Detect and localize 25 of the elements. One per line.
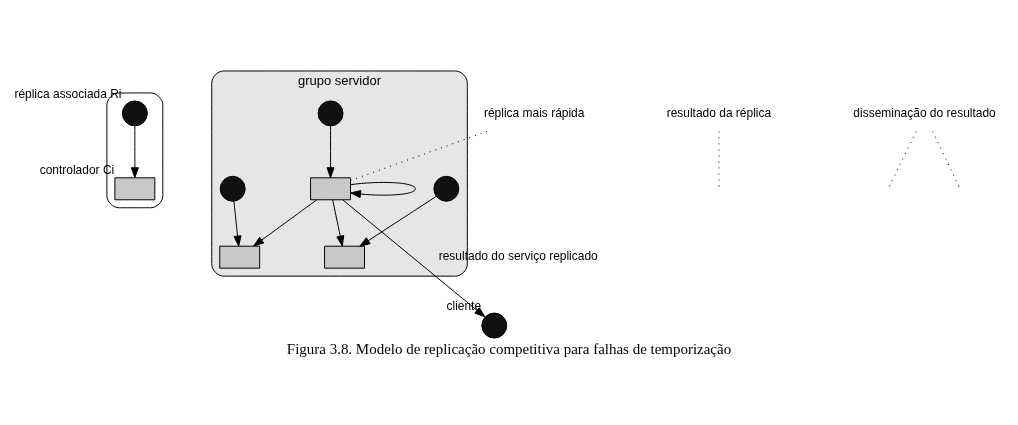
arrow — [326, 125, 335, 178]
node-box — [324, 245, 365, 269]
node-circle — [481, 312, 508, 339]
connector — [932, 130, 960, 188]
arrow — [350, 181, 416, 198]
arrow — [332, 198, 345, 246]
node-circle — [433, 175, 460, 202]
node-box — [114, 176, 156, 200]
node-circle — [121, 99, 148, 126]
connector — [350, 130, 488, 181]
node-box — [219, 245, 261, 269]
caption: Figura 3.8. Modelo de replicação competitiva para falhas de temporização — [286, 340, 732, 357]
node-label: réplica associada Ri — [14, 86, 122, 101]
node-text: disseminação do resultado — [853, 105, 996, 120]
node-circle — [317, 99, 344, 126]
node-text: resultado da réplica — [666, 105, 772, 120]
arrow — [130, 125, 139, 178]
arrow — [342, 198, 486, 317]
node-box — [310, 176, 351, 200]
arrow — [253, 198, 318, 246]
arrow — [359, 195, 437, 247]
connector — [888, 130, 917, 188]
node-circle — [219, 175, 246, 202]
arrow — [233, 200, 242, 247]
node-text: réplica mais rápida — [483, 105, 585, 120]
